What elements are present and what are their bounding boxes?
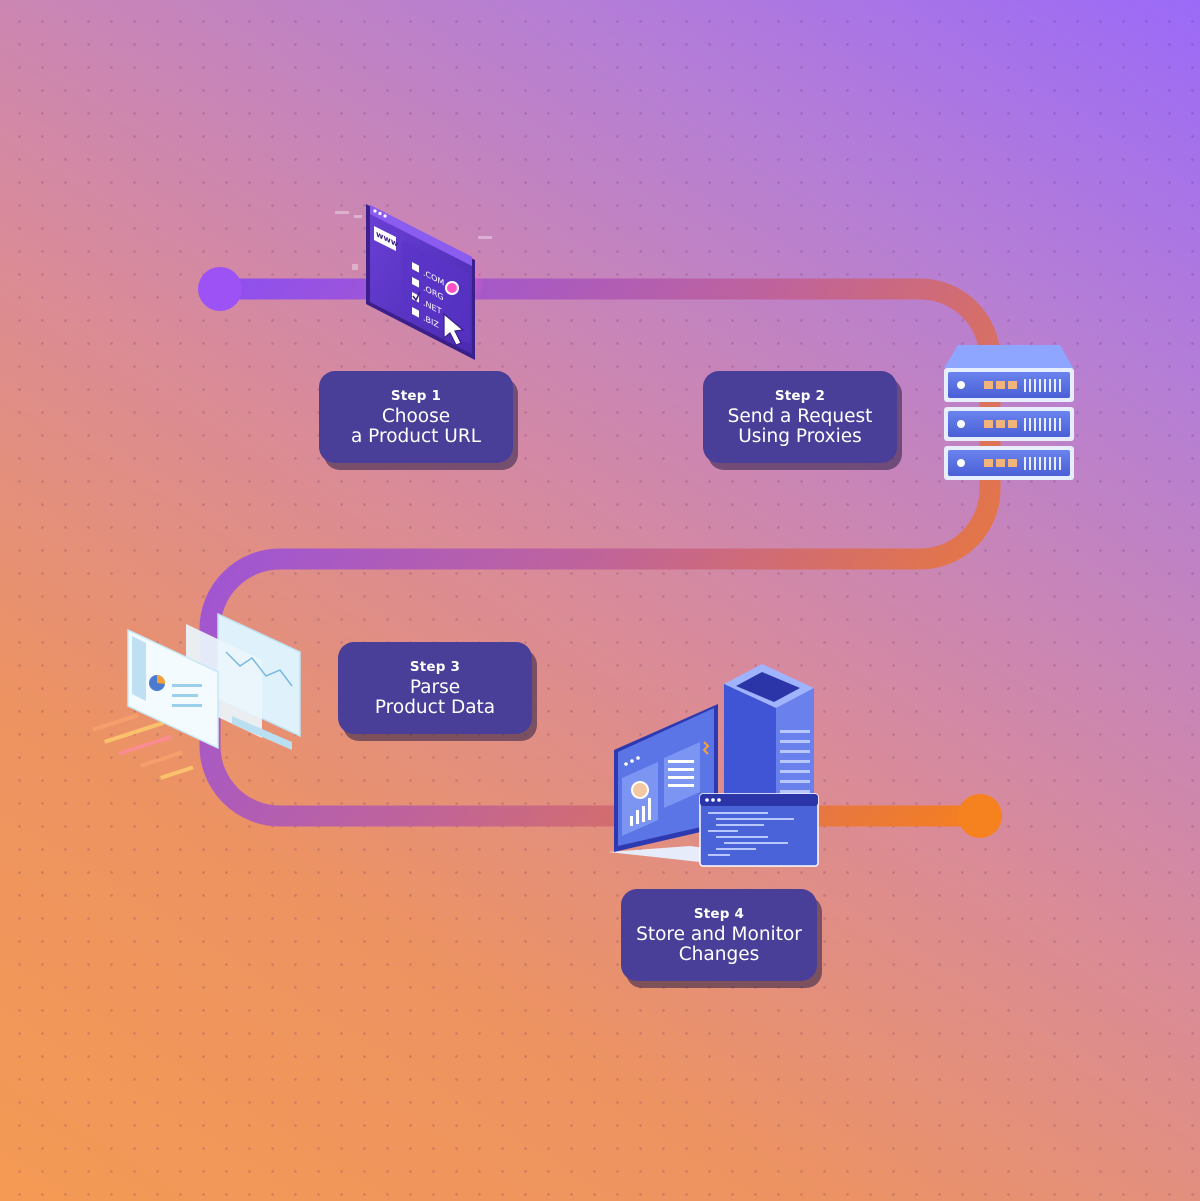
step-1-card: Step 1 Choose a Product URL [319,371,513,463]
step-3-label: Step 3 [409,658,461,675]
path-start-node [198,267,242,311]
url-browser-icon: www .COM .ORG .NET .BIZ [335,204,492,360]
cursor-icon [443,312,465,346]
step-4-label: Step 4 [693,905,745,922]
step-1-title-line2: a Product URL [350,425,482,447]
data-dashboard-icon [92,612,301,780]
proxy-server-icon [944,345,1074,480]
step-3-title-line1: Parse [409,676,461,698]
server-unit-3 [944,446,1074,480]
storage-monitor-icon [608,664,819,867]
path-end-node [958,794,1002,838]
step-4-title-line1: Store and Monitor [636,923,802,945]
step-2-card: Step 2 Send a Request Using Proxies [703,371,897,463]
step-1-title-line1: Choose [381,405,451,427]
step-4-card: Step 4 Store and Monitor Changes [621,889,817,981]
code-window [699,793,819,867]
server-unit-1 [944,368,1074,402]
step-1-label: Step 1 [390,387,442,404]
flow-path [199,278,1001,827]
search-icon [445,281,459,295]
step-2-title-line2: Using Proxies [738,425,862,447]
step-3-card: Step 3 Parse Product Data [338,642,532,734]
user-avatar-icon [631,781,649,799]
server-unit-2 [944,407,1074,441]
step-2-label: Step 2 [774,387,826,404]
step-4-title-line2: Changes [678,943,760,965]
step-2-title-line1: Send a Request [727,405,873,427]
step-3-title-line2: Product Data [374,696,496,718]
